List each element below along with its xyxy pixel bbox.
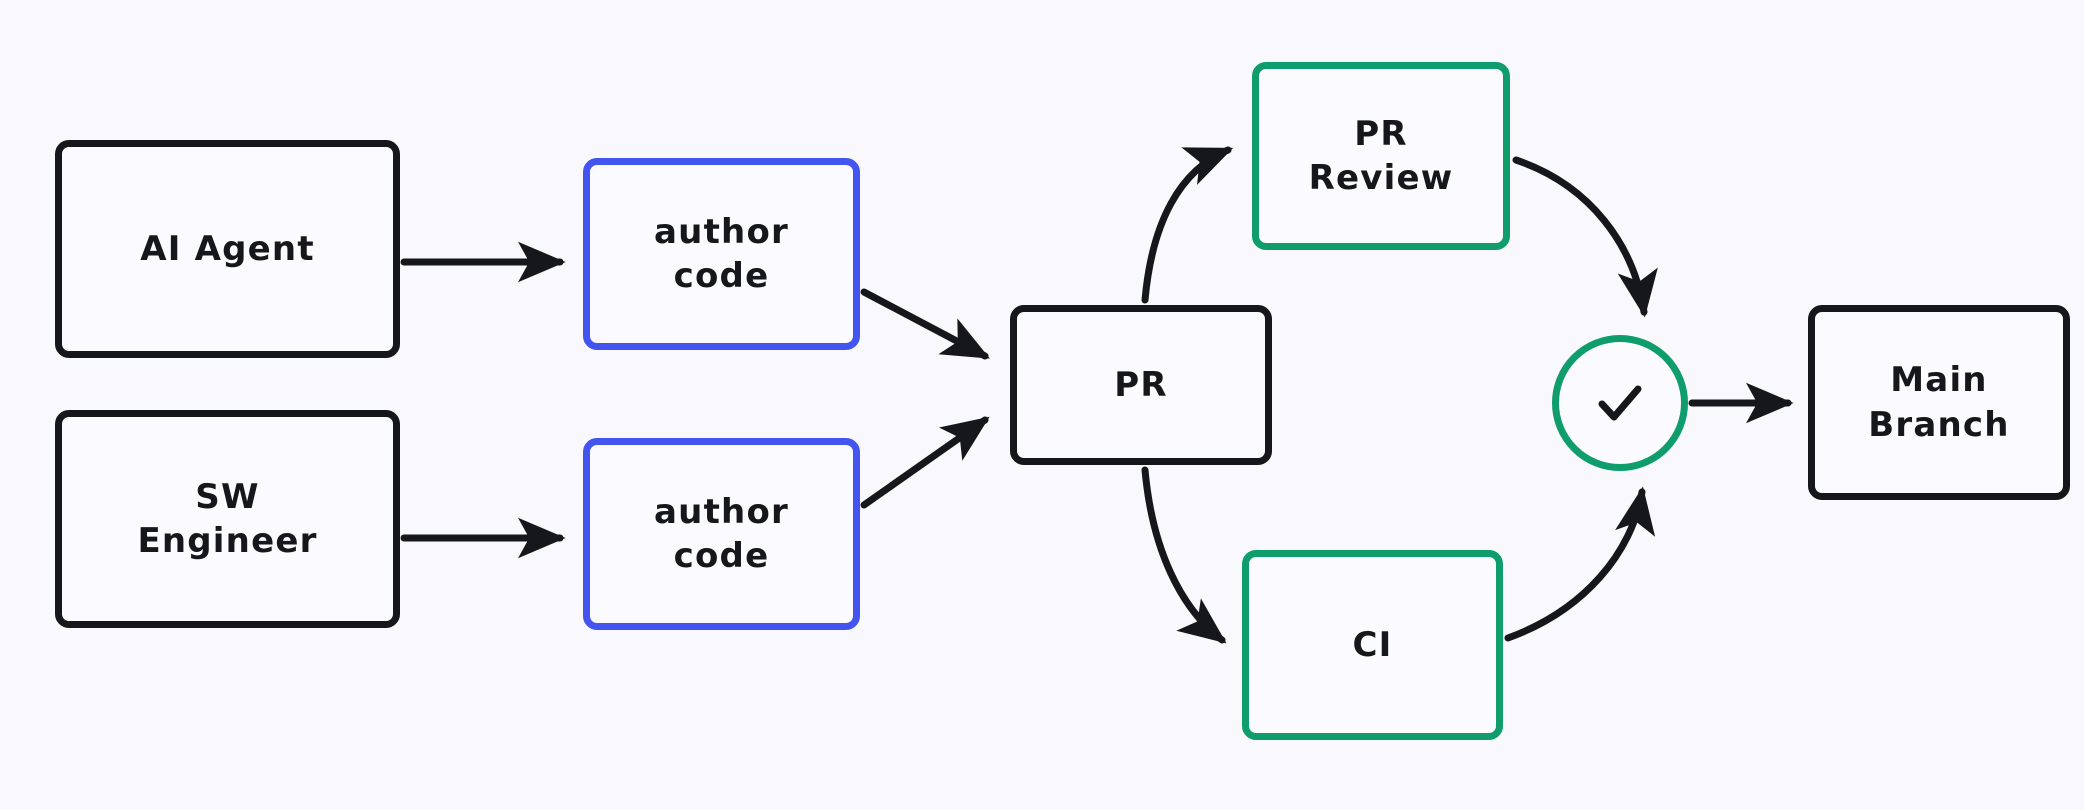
- node-sw-engineer-label: SW Engineer: [137, 476, 318, 561]
- node-sw-engineer[interactable]: SW Engineer: [55, 410, 400, 628]
- node-author-code-engineer[interactable]: author code: [583, 438, 860, 630]
- check-icon: [1584, 367, 1656, 439]
- node-pr-label: PR: [1114, 364, 1168, 405]
- node-author-code-agent-label: author code: [654, 211, 789, 296]
- edge-pr-to-ci: [1141, 466, 1227, 644]
- node-main-branch-label: Main Branch: [1868, 360, 2010, 445]
- edge-author-code-engineer-to-pr: [860, 416, 990, 509]
- node-ai-agent-label: AI Agent: [140, 228, 315, 269]
- edge-ci-to-check: [1504, 486, 1656, 642]
- node-pr-review[interactable]: PR Review: [1252, 62, 1510, 250]
- node-author-code-engineer-label: author code: [654, 491, 789, 576]
- edge-pr-review-to-check: [1512, 156, 1658, 318]
- node-author-code-agent[interactable]: author code: [583, 158, 860, 350]
- edge-author-code-agent-to-pr: [860, 288, 990, 360]
- node-ci[interactable]: CI: [1242, 550, 1503, 740]
- node-ci-label: CI: [1352, 624, 1393, 665]
- node-pr-review-label: PR Review: [1308, 113, 1454, 198]
- node-pr[interactable]: PR: [1010, 305, 1272, 465]
- node-ai-agent[interactable]: AI Agent: [55, 140, 400, 358]
- node-merge-check[interactable]: [1552, 335, 1688, 471]
- edge-pr-to-pr-review: [1141, 146, 1234, 304]
- node-main-branch[interactable]: Main Branch: [1808, 305, 2070, 500]
